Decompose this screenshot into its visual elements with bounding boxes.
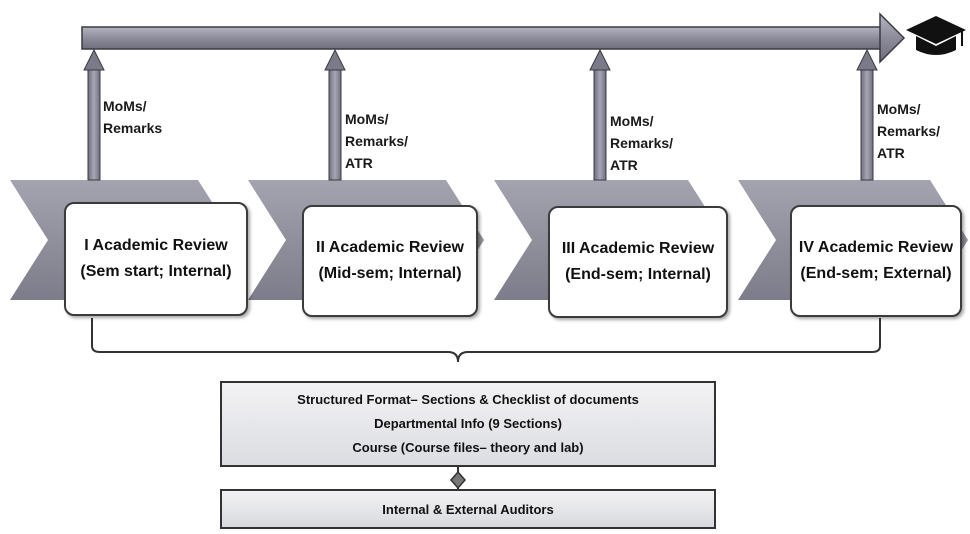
review-title: II Academic Review — [316, 239, 464, 256]
structured-format-box: Structured Format– Sections & Checklist … — [220, 381, 716, 467]
upstream-label-1: MoMs/ Remarks — [103, 98, 163, 136]
review-subtitle: (End-sem; Internal) — [565, 266, 711, 283]
upstream-label-4: MoMs/ Remarks/ ATR — [877, 101, 941, 161]
up-arrow-1 — [83, 48, 105, 181]
review-title: I Academic Review — [84, 237, 228, 254]
up-arrow-3 — [589, 48, 611, 181]
format-line-1: Structured Format– Sections & Checklist … — [297, 392, 639, 407]
up-arrow-4 — [856, 48, 878, 181]
review-title: III Academic Review — [561, 240, 715, 257]
upstream-label-2: MoMs/ Remarks/ ATR — [345, 111, 409, 171]
review-title: IV Academic Review — [798, 239, 954, 256]
review-box-2: II Academic Review (Mid-sem; Internal) — [302, 205, 478, 317]
upstream-label-3: MoMs/ Remarks/ ATR — [610, 113, 674, 173]
auditors-label: Internal & External Auditors — [382, 501, 554, 517]
timeline-arrow — [81, 12, 906, 64]
grouping-bracket — [91, 318, 881, 363]
up-arrow-2 — [324, 48, 346, 181]
format-line-3: Course (Course files– theory and lab) — [352, 440, 584, 455]
format-line-2: Departmental Info (9 Sections) — [374, 416, 562, 431]
connector-diamond — [450, 467, 466, 490]
review-box-1: I Academic Review (Sem start; Internal) — [64, 202, 248, 316]
review-box-3: III Academic Review (End-sem; Internal) — [548, 206, 728, 318]
graduation-cap-icon — [906, 16, 966, 55]
review-subtitle: (Sem start; Internal) — [80, 263, 232, 280]
review-subtitle: (Mid-sem; Internal) — [318, 265, 462, 282]
review-subtitle: (End-sem; External) — [800, 265, 952, 282]
review-box-4: IV Academic Review (End-sem; External) — [790, 205, 962, 317]
auditors-box: Internal & External Auditors — [220, 489, 716, 529]
